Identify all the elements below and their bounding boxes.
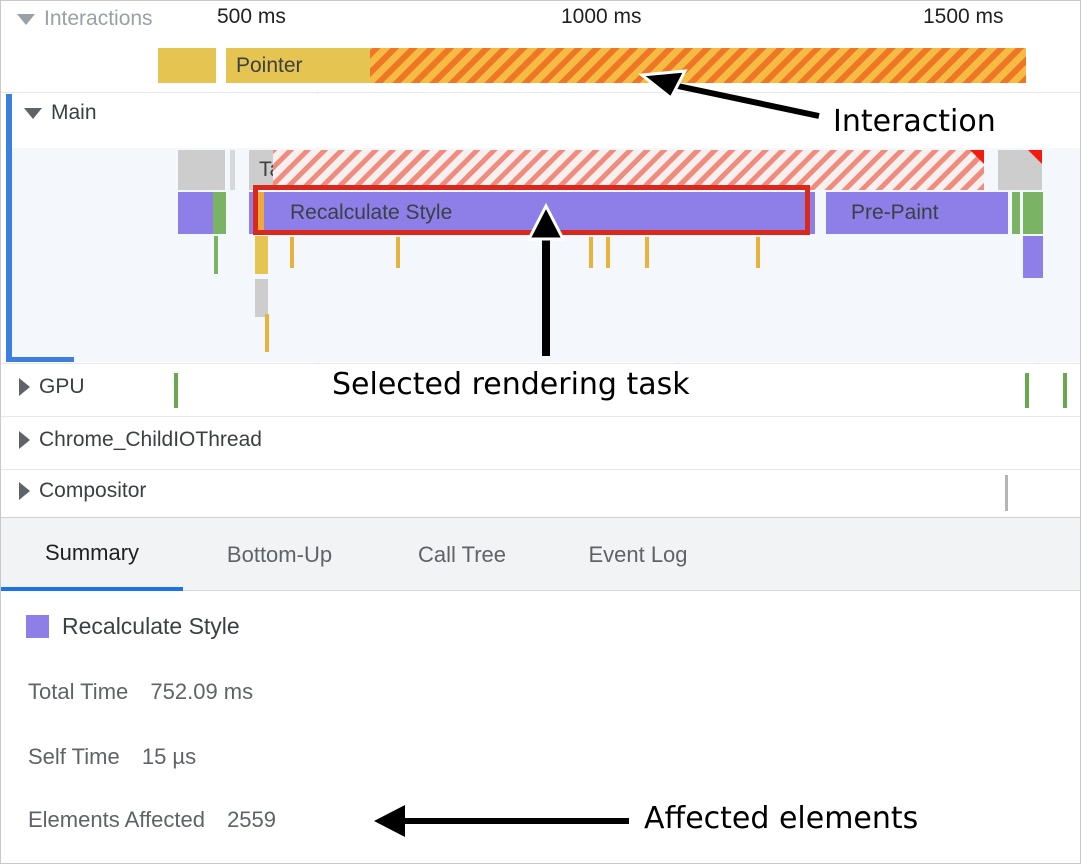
track-header-interactions[interactable]: Interactions [17, 7, 153, 31]
event-marker [645, 237, 649, 268]
summary-row-elements-affected-label: Elements Affected [28, 807, 205, 832]
summary-row-self-time: Self Time 15 µs [28, 744, 196, 770]
track-header-compositor-label: Compositor [39, 479, 147, 502]
main-thread-rows[interactable]: Task Recalculate Style Pre-Paint [12, 148, 1080, 362]
flame-bar[interactable] [214, 236, 218, 274]
summary-row-total-time: Total Time 752.09 ms [28, 679, 253, 705]
summary-row-total-time-label: Total Time [28, 679, 129, 704]
selected-task-annotation: Selected rendering task [332, 367, 690, 402]
triangle-down-icon[interactable] [17, 13, 35, 25]
triangle-down-icon[interactable] [24, 107, 42, 119]
summary-content [1, 592, 1080, 863]
summary-row-total-time-value: 752.09 ms [150, 679, 254, 704]
flame-bar[interactable] [258, 192, 264, 234]
event-marker [174, 373, 178, 408]
track-header-main-label: Main [51, 101, 97, 124]
track-header-chrome-childiothread-label: Chrome_ChildIOThread [39, 428, 262, 451]
summary-event-title: Recalculate Style [26, 613, 240, 640]
event-marker [589, 237, 593, 268]
flame-bar[interactable] [1012, 192, 1020, 234]
flame-bar[interactable] [255, 279, 268, 317]
track-header-gpu-label: GPU [39, 375, 85, 398]
track-divider [1, 363, 1080, 364]
ruler-tick-1000ms: 1000 ms [561, 5, 642, 28]
timeline-ruler[interactable]: 500 ms 1000 ms 1500 ms [1, 1, 1080, 39]
main-thread-header[interactable]: Main [12, 94, 1080, 147]
interaction-event-long[interactable] [370, 48, 1026, 83]
flame-bar[interactable] [255, 236, 268, 274]
summary-row-self-time-value: 15 µs [141, 744, 197, 769]
event-marker [1005, 475, 1008, 511]
interaction-annotation: Interaction [833, 104, 996, 139]
summary-row-self-time-label: Self Time [28, 744, 120, 769]
selected-event-highlight[interactable] [253, 185, 810, 235]
long-task-warning-bar[interactable] [273, 150, 984, 190]
track-header-interactions-label: Interactions [44, 7, 153, 30]
long-task-corner-icon [970, 150, 984, 164]
ruler-tick-1500ms: 1500 ms [923, 5, 1004, 28]
tab-call-tree[interactable]: Call Tree [417, 541, 507, 567]
details-tab-bar[interactable]: Summary Bottom-Up Call Tree Event Log [1, 518, 1080, 591]
event-marker [606, 237, 610, 268]
flame-bar-pre-paint-label: Pre-Paint [851, 201, 939, 224]
summary-row-elements-affected: Elements Affected 2559 [28, 807, 276, 833]
long-task-corner-icon [1028, 150, 1042, 164]
interaction-event-pointer-label: Pointer [236, 53, 303, 77]
flame-bar[interactable] [998, 150, 1042, 190]
triangle-right-icon[interactable] [19, 431, 30, 449]
event-marker [1025, 373, 1029, 408]
track-header-compositor[interactable]: Compositor [19, 479, 146, 503]
event-marker [290, 237, 294, 268]
event-marker [756, 237, 760, 268]
tab-event-log[interactable]: Event Log [588, 541, 688, 567]
triangle-right-icon[interactable] [19, 378, 30, 396]
flame-bar[interactable] [1023, 236, 1043, 278]
track-divider [1, 469, 1080, 470]
event-color-swatch [26, 615, 49, 638]
track-header-gpu[interactable]: GPU [19, 375, 85, 399]
details-pane: Summary Bottom-Up Call Tree Event Log [1, 517, 1080, 863]
ruler-tick-500ms: 500 ms [217, 5, 286, 28]
track-gpu[interactable]: GPU [1, 364, 1080, 416]
flame-bar[interactable] [1023, 192, 1043, 234]
interaction-event-pointer[interactable]: Pointer [226, 48, 370, 83]
affected-elements-annotation: Affected elements [644, 801, 919, 836]
interactions-track[interactable]: Pointer [1, 39, 1080, 92]
track-header-main[interactable]: Main [24, 101, 97, 125]
timeline-flame-chart[interactable]: 500 ms 1000 ms 1500 ms Interactions Poin… [1, 1, 1080, 517]
track-header-chrome-childiothread[interactable]: Chrome_ChildIOThread [19, 428, 262, 452]
triangle-right-icon[interactable] [19, 482, 30, 500]
flame-bar[interactable] [230, 150, 235, 190]
flame-bar[interactable] [178, 150, 225, 190]
track-divider [1, 416, 1080, 417]
summary-event-name: Recalculate Style [62, 613, 240, 639]
summary-row-elements-affected-value: 2559 [227, 807, 277, 832]
event-marker [396, 237, 400, 268]
track-chrome-childiothread[interactable]: Chrome_ChildIOThread [1, 417, 1080, 469]
flame-bar-pre-paint[interactable]: Pre-Paint [826, 192, 1008, 234]
tab-bottom-up[interactable]: Bottom-Up [226, 541, 333, 567]
event-marker [265, 314, 269, 352]
flame-bar[interactable] [178, 192, 213, 234]
event-marker [1063, 373, 1067, 408]
flame-bar[interactable] [213, 192, 226, 234]
tab-summary[interactable]: Summary [1, 518, 183, 591]
track-compositor[interactable]: Compositor [1, 470, 1080, 517]
track-divider [1, 92, 1080, 93]
interaction-event[interactable] [158, 48, 216, 83]
